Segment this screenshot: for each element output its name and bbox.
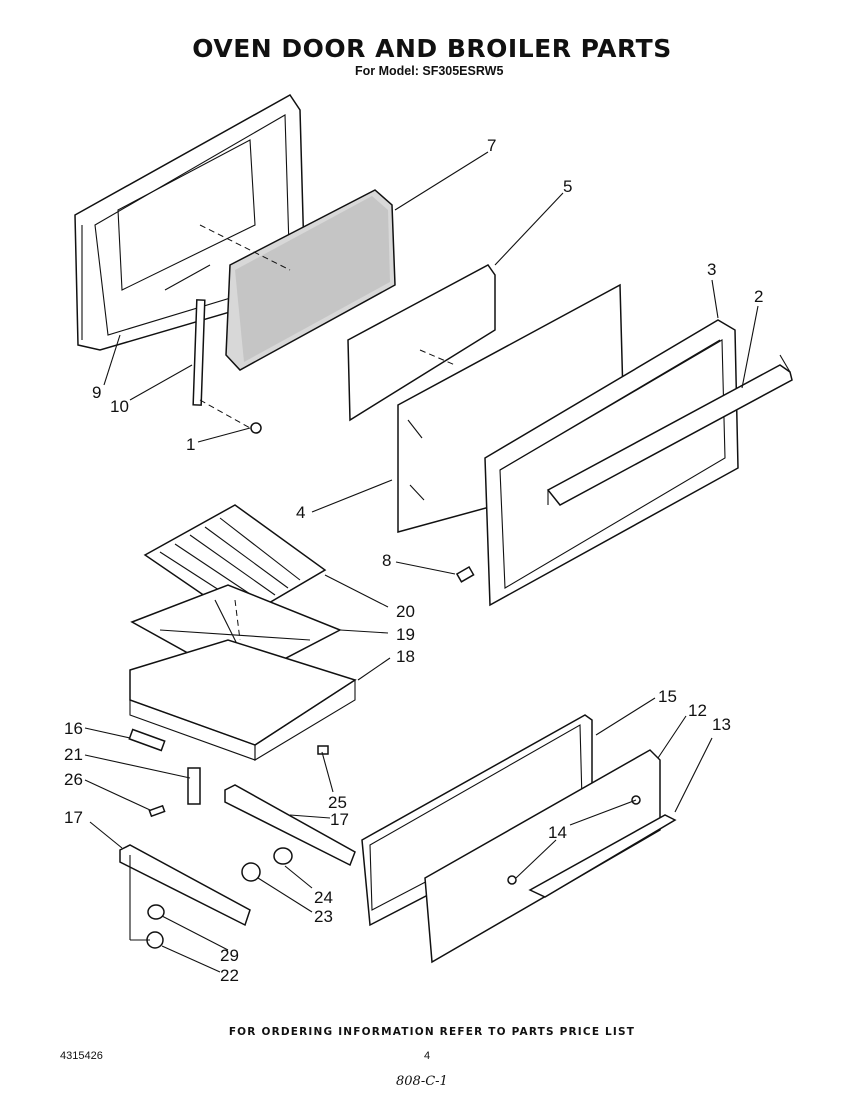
broiler-door-outer-panel xyxy=(424,749,661,964)
roller-29 xyxy=(147,904,165,920)
broiler-pan xyxy=(129,639,357,761)
callout-19: 19 xyxy=(396,625,415,644)
callout-labels: 7 5 3 2 9 10 1 4 8 20 19 18 16 21 26 25 … xyxy=(64,136,763,985)
leader-lines xyxy=(84,151,759,973)
callout-24: 24 xyxy=(314,888,333,907)
broiler-bracket xyxy=(187,767,201,805)
page-title: OVEN DOOR AND BROILER PARTS xyxy=(192,34,672,63)
roller-24 xyxy=(273,847,293,865)
screw-1 xyxy=(250,422,262,434)
door-insulation xyxy=(225,189,396,371)
callout-17-left: 17 xyxy=(64,808,83,827)
callout-4: 4 xyxy=(296,503,305,522)
page-number: 4 xyxy=(424,1050,431,1062)
ordering-note: FOR ORDERING INFORMATION REFER TO PARTS … xyxy=(228,1026,636,1038)
handwritten-note: 808-C-1 xyxy=(396,1074,448,1089)
callout-21: 21 xyxy=(64,745,83,764)
callout-14: 14 xyxy=(548,823,567,842)
callout-26: 26 xyxy=(64,770,83,789)
spring xyxy=(128,728,166,752)
callout-13: 13 xyxy=(712,715,731,734)
callout-9: 9 xyxy=(92,383,101,402)
callout-5: 5 xyxy=(563,177,572,196)
callout-16: 16 xyxy=(64,719,83,738)
document-number: 4315426 xyxy=(60,1050,103,1062)
model-subtitle: For Model: SF305ESRW5 xyxy=(355,64,504,78)
callout-3: 3 xyxy=(707,260,716,279)
door-glass-inner xyxy=(347,264,496,422)
callout-20: 20 xyxy=(396,602,415,621)
screw-26 xyxy=(148,804,166,818)
callout-7: 7 xyxy=(487,136,496,155)
screw-14b xyxy=(507,875,517,885)
callout-22: 22 xyxy=(220,966,239,985)
callout-10: 10 xyxy=(110,397,129,416)
callout-8: 8 xyxy=(382,551,391,570)
callout-1: 1 xyxy=(186,435,195,454)
callout-25: 25 xyxy=(328,793,347,812)
rail-left xyxy=(119,844,251,927)
callout-18: 18 xyxy=(396,647,415,666)
callout-2: 2 xyxy=(754,287,763,306)
broiler-door-handle xyxy=(528,814,677,898)
hinge-clip xyxy=(455,566,475,583)
rail-right xyxy=(224,784,356,867)
clip-25 xyxy=(317,745,329,755)
callout-12: 12 xyxy=(688,701,707,720)
callout-29: 29 xyxy=(220,946,239,965)
callout-23: 23 xyxy=(314,907,333,926)
callout-15: 15 xyxy=(658,687,677,706)
callout-17-right: 17 xyxy=(330,810,349,829)
door-spacer xyxy=(192,299,206,406)
roller-23 xyxy=(241,862,261,882)
door-handle xyxy=(546,354,793,506)
